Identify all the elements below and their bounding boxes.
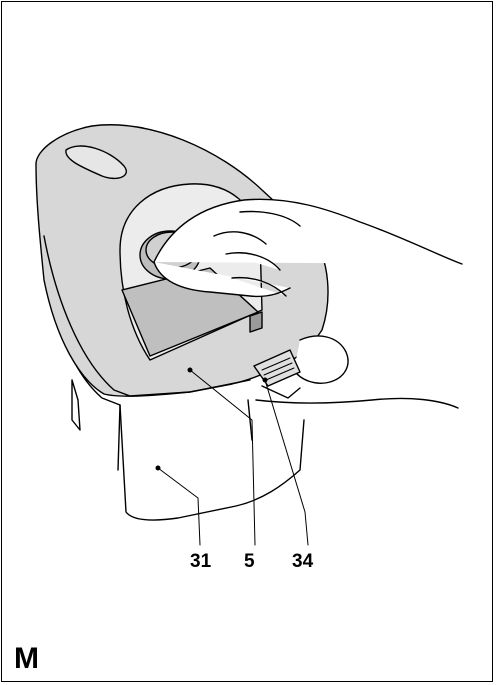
callout-5: 5	[244, 551, 255, 572]
housing-rear-edge	[247, 399, 253, 441]
hand	[153, 198, 463, 409]
callout-34: 34	[292, 551, 314, 572]
housing-side-seam	[117, 404, 121, 471]
leader-34	[264, 379, 309, 546]
housing-small-tab	[71, 379, 81, 431]
cover-rim	[43, 235, 251, 397]
figure-letter: M	[14, 642, 39, 675]
cover-groove	[65, 145, 127, 180]
leader-31	[157, 467, 201, 546]
leader-5	[189, 369, 256, 546]
callout-31: 31	[190, 551, 212, 572]
